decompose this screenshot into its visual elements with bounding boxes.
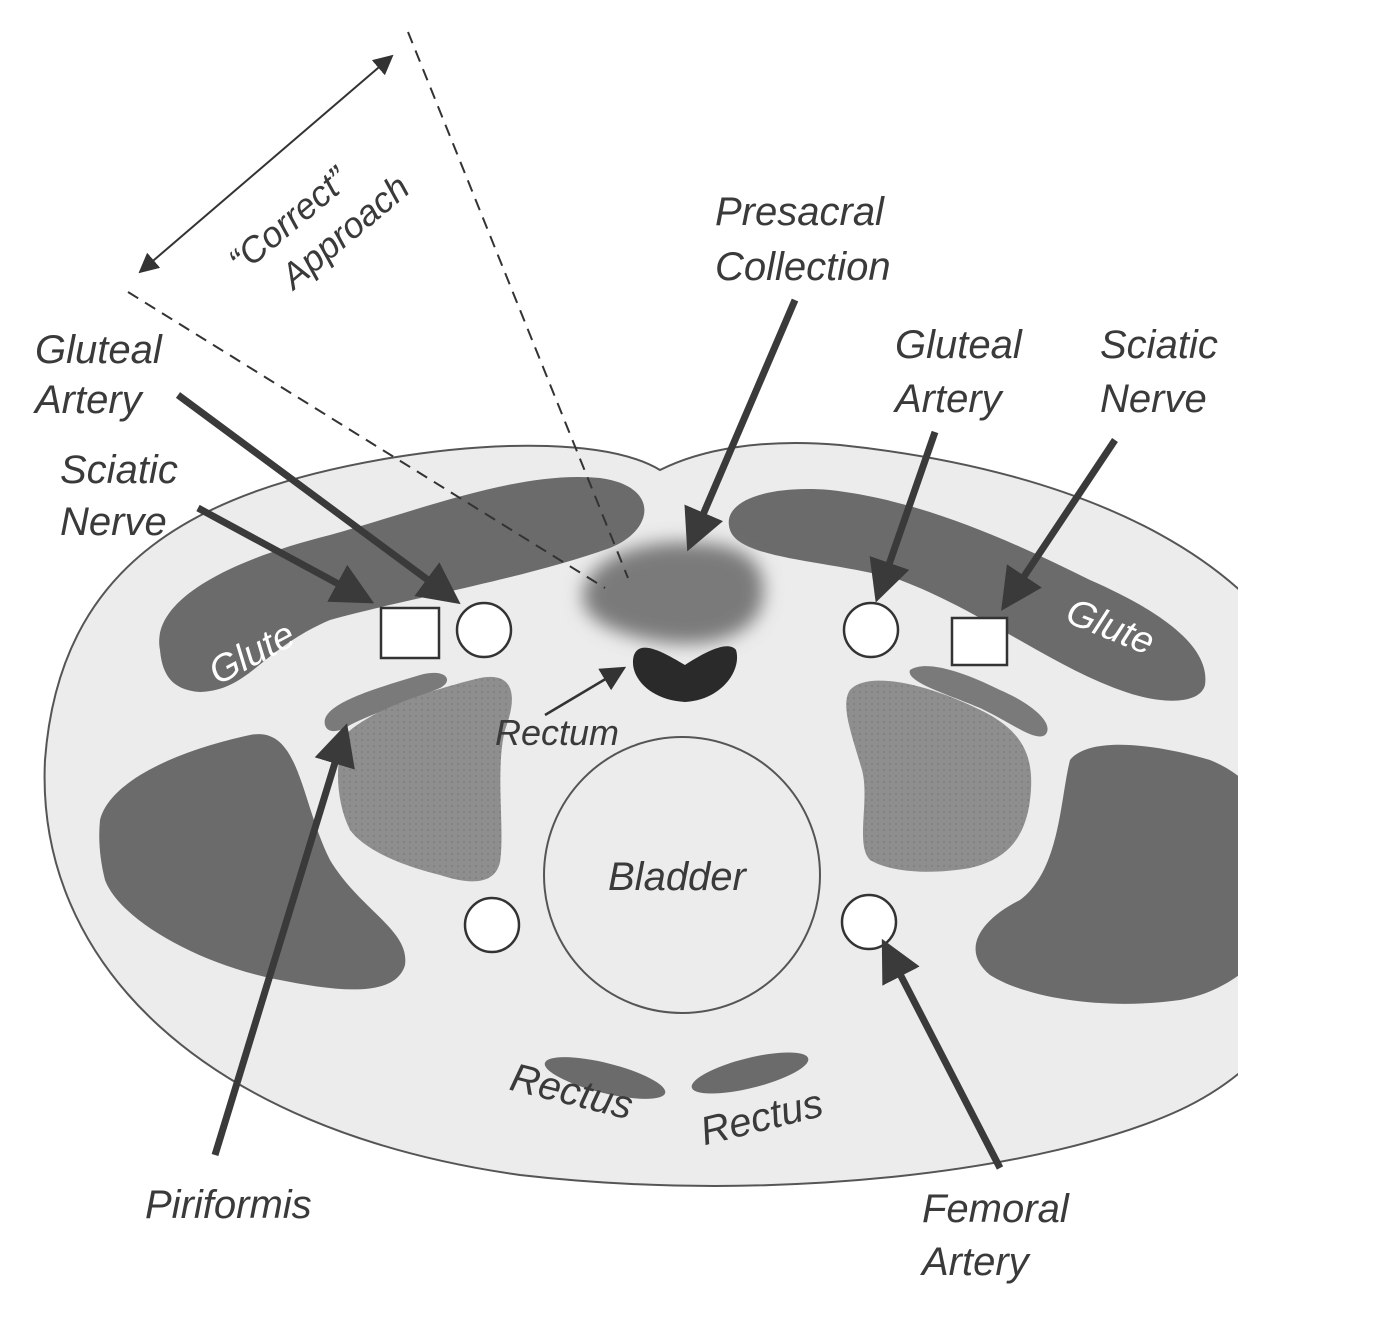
arrow-femoral — [881, 938, 1004, 1170]
label-nerve-right: Nerve — [1100, 377, 1207, 421]
approach-dashed-line-left — [127, 291, 606, 589]
piriformis-strip-left — [324, 672, 448, 732]
arrow-sciatic-right — [1001, 438, 1118, 611]
arrow-gluteal-right — [869, 430, 939, 603]
piriformis-strip-right — [909, 666, 1048, 737]
femoral-artery-right — [840, 893, 898, 951]
arrow-sciatic-left — [196, 504, 375, 604]
arrow-presacral — [684, 298, 799, 552]
label-artery-left: Artery — [33, 378, 145, 422]
rectus-muscle-left — [544, 1057, 666, 1099]
lower-muscle-left — [99, 734, 406, 990]
label-rectum: Rectum — [495, 712, 619, 753]
label-presacral: Presacral — [715, 190, 885, 234]
arrow-piriformis — [211, 723, 355, 1157]
presacral-collection — [582, 541, 764, 644]
label-sciatic-right: Sciatic — [1100, 323, 1218, 367]
label-gluteal-left: Gluteal — [35, 328, 163, 372]
label-collection: Collection — [715, 245, 891, 289]
femoral-artery-left — [463, 896, 521, 954]
label-piriformis: Piriformis — [145, 1183, 312, 1227]
obturator-right — [846, 680, 1032, 872]
label-sciatic-left: Sciatic — [60, 448, 178, 492]
arrow-rectum — [544, 666, 627, 717]
upper-gluteus-right — [728, 489, 1206, 701]
gluteal-artery-right — [842, 601, 900, 659]
lower-muscle-right — [975, 744, 1238, 1004]
upper-gluteus-left — [159, 476, 645, 692]
gluteal-artery-left — [455, 601, 513, 659]
rectum — [632, 646, 738, 702]
arrow-gluteal-left — [175, 392, 461, 605]
label-gluteal-right: Gluteal — [895, 323, 1023, 367]
label-femoral-artery: Artery — [920, 1240, 1032, 1284]
rectus-muscle-right — [691, 1052, 809, 1094]
label-nerve-left: Nerve — [60, 500, 167, 544]
sciatic-nerve-right — [950, 616, 1009, 667]
approach-double-arrow — [138, 54, 394, 274]
bladder — [543, 736, 821, 1014]
approach-dashed-line-right — [407, 31, 629, 579]
sciatic-nerve-left — [379, 606, 441, 660]
obturator-left — [338, 676, 512, 882]
label-bladder: Bladder — [608, 855, 748, 899]
label-artery-right: Artery — [893, 377, 1005, 421]
label-femoral: Femoral — [922, 1187, 1070, 1231]
